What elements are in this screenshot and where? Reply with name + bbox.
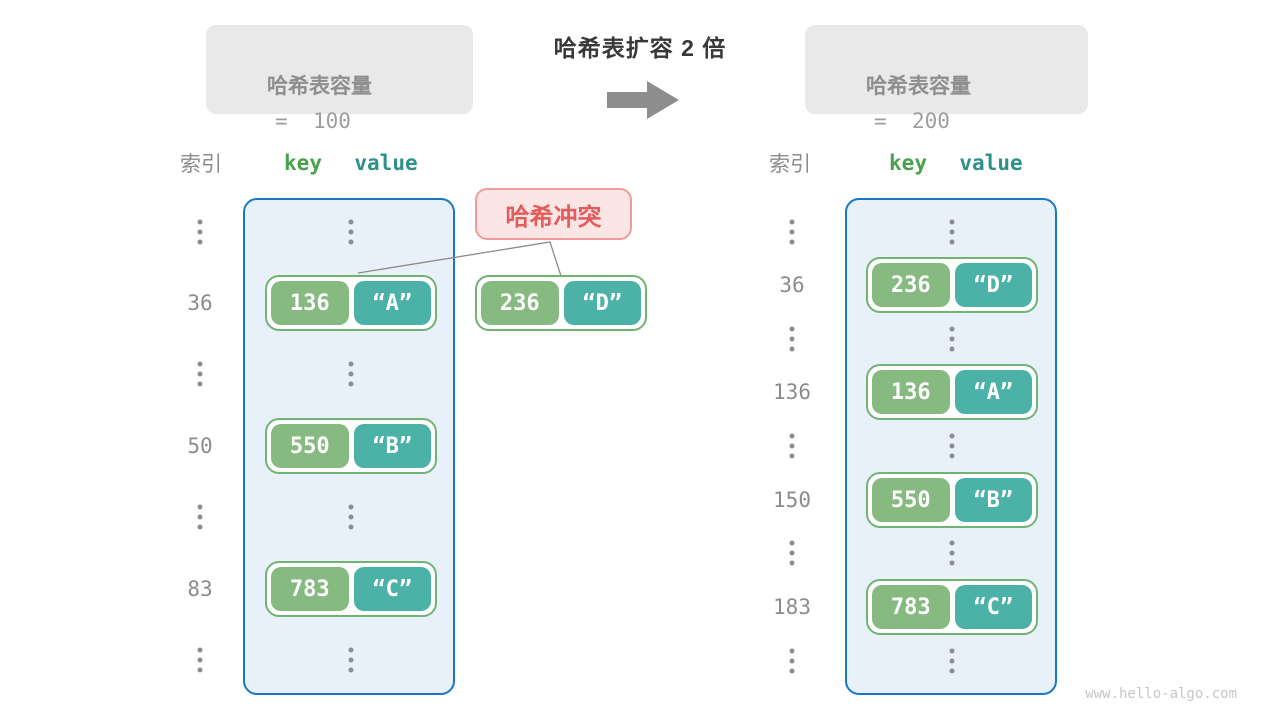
ellipsis-icon [348,361,354,387]
left-key-header: key [284,151,322,175]
capacity-line: 哈希表容量 = 100 [232,36,473,173]
ellipsis-icon [789,648,795,674]
ellipsis-icon [348,219,354,245]
value-pill: “A” [954,370,1032,414]
key-pill: 783 [872,585,950,629]
right-arrow-icon [607,81,679,119]
right-key-header: key [889,151,927,175]
value-pill: “D” [563,281,641,325]
left-index-header: 索引 [180,153,222,176]
ellipsis-icon [789,219,795,245]
index-label: 50 [187,434,213,458]
key-pill: 236 [481,281,559,325]
capacity-label: 哈希表容量 [866,75,972,98]
ellipsis-icon [949,648,955,674]
key-pill: 136 [271,281,349,325]
value-pill: “B” [954,478,1032,522]
kv-pair-550-B: 550 “B” [866,472,1038,528]
right-capacity-box: 哈希表容量 = 200 哈希函数 key % 200 [805,25,1088,270]
hash-collision-badge: 哈希冲突 [475,188,632,240]
ellipsis-icon [197,504,203,530]
ellipsis-icon [949,326,955,352]
key-pill: 136 [872,370,950,414]
right-index-header: 索引 [769,153,811,176]
watermark: www.hello-algo.com [1085,686,1237,702]
ellipsis-icon [348,504,354,530]
ellipsis-icon [949,540,955,566]
kv-pair-136-A: 136 “A” [866,364,1038,420]
capacity-label: 哈希表容量 [267,75,373,98]
index-label: 183 [773,595,811,619]
key-pill: 550 [872,478,950,522]
ellipsis-icon [789,540,795,566]
left-value-header: value [354,151,418,175]
capacity-value: = 200 [874,109,950,133]
value-pill: “B” [353,424,431,468]
kv-pair-236-D: 236 “D” [866,257,1038,313]
value-pill: “A” [353,281,431,325]
ellipsis-icon [789,433,795,459]
kv-pair-783-C: 783 “C” [265,561,437,617]
ellipsis-icon [949,433,955,459]
value-pill: “C” [353,567,431,611]
left-capacity-box: 哈希表容量 = 100 哈希函数 key % 100 [206,25,473,270]
index-label: 83 [187,577,213,601]
ellipsis-icon [197,219,203,245]
ellipsis-icon [197,647,203,673]
key-pill: 236 [872,263,950,307]
ellipsis-icon [348,647,354,673]
capacity-line: 哈希表容量 = 200 [831,36,1088,173]
ellipsis-icon [789,326,795,352]
index-label: 36 [779,273,805,297]
expand-title: 哈希表扩容 2 倍 [553,35,727,61]
index-label: 150 [773,488,811,512]
key-pill: 783 [271,567,349,611]
kv-pair-236-D-outside: 236 “D” [475,275,647,331]
ellipsis-icon [949,219,955,245]
right-value-header: value [959,151,1023,175]
kv-pair-136-A: 136 “A” [265,275,437,331]
key-pill: 550 [271,424,349,468]
value-pill: “C” [954,585,1032,629]
capacity-value: = 100 [275,109,351,133]
value-pill: “D” [954,263,1032,307]
index-label: 136 [773,380,811,404]
index-label: 36 [187,291,213,315]
kv-pair-783-C: 783 “C” [866,579,1038,635]
kv-pair-550-B: 550 “B” [265,418,437,474]
ellipsis-icon [197,361,203,387]
